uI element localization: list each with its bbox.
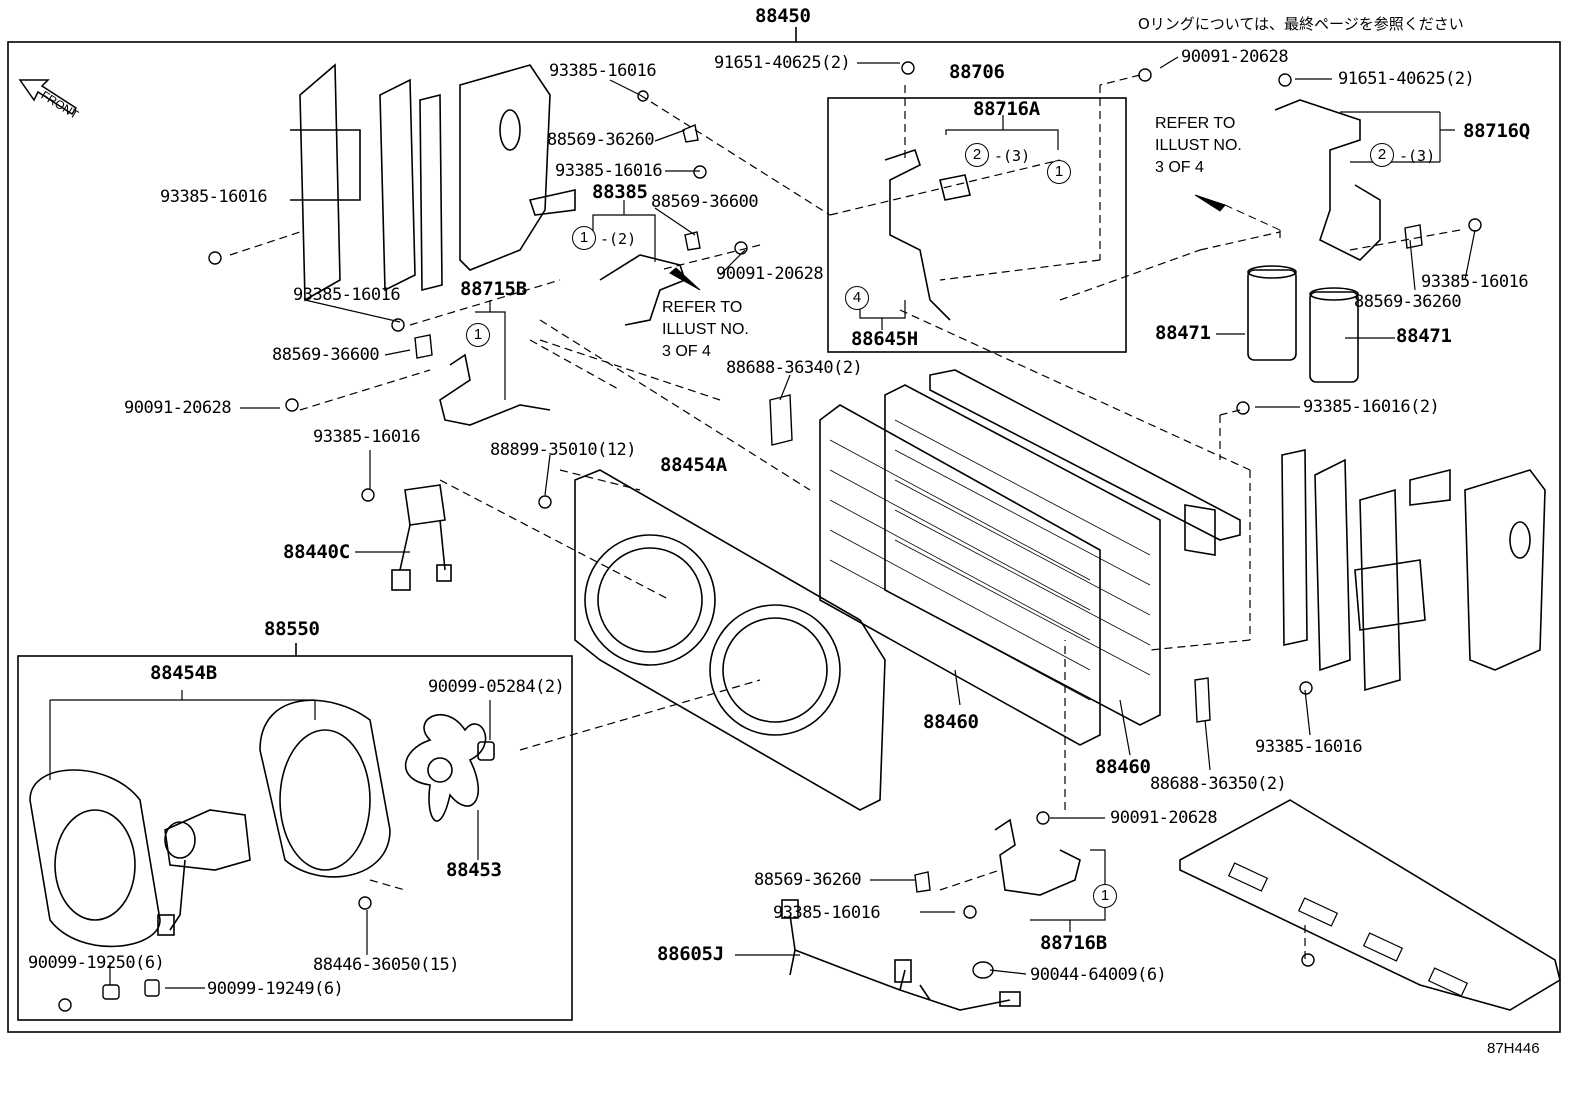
callout-circle: 2 bbox=[1370, 143, 1394, 167]
callout-circle: 1 bbox=[1093, 884, 1117, 908]
part-88706[interactable]: 88706 bbox=[949, 61, 1005, 83]
fan-blade-icon bbox=[404, 713, 487, 822]
part-93385-g[interactable]: 93385-16016 bbox=[313, 427, 421, 447]
pipe-88716Q-icon bbox=[1274, 99, 1381, 261]
part-91651-a[interactable]: 91651-40625(2) bbox=[714, 53, 851, 73]
right-bracket-icon bbox=[1314, 458, 1351, 672]
condenser-rear-icon bbox=[884, 384, 1161, 726]
part-88446[interactable]: 88446-36050(15) bbox=[313, 955, 460, 975]
pipe-88716B-icon bbox=[994, 818, 1081, 896]
callout-circle: 2 bbox=[965, 143, 989, 167]
part-88453[interactable]: 88453 bbox=[446, 859, 502, 881]
callout-qty: -(2) bbox=[600, 230, 637, 248]
part-90099-a[interactable]: 90099-05284(2) bbox=[428, 677, 565, 697]
part-88454A[interactable]: 88454A bbox=[660, 454, 727, 476]
part-88569-a[interactable]: 88569-36260 bbox=[547, 130, 655, 150]
part-88645H[interactable]: 88645H bbox=[851, 328, 918, 350]
oring-notice: Oリングについては、最終ページを参照ください bbox=[1138, 15, 1464, 33]
callout-qty: -(3) bbox=[994, 147, 1031, 165]
solid-leaders bbox=[49, 56, 1476, 989]
part-88460-b[interactable]: 88460 bbox=[1095, 756, 1151, 778]
part-93385-d[interactable]: 93385-16016 bbox=[293, 285, 401, 305]
left-rail-icon bbox=[379, 78, 416, 292]
dashed-leaders bbox=[229, 74, 1461, 960]
part-88569-e[interactable]: 88569-36260 bbox=[754, 870, 862, 890]
fan-assembly-frame bbox=[17, 655, 573, 1021]
sensor-assembly-frame bbox=[827, 97, 1127, 353]
part-90044[interactable]: 90044-64009(6) bbox=[1030, 965, 1167, 985]
callout-qty: -(3) bbox=[1399, 147, 1436, 165]
condenser-top-bar-icon bbox=[929, 369, 1241, 541]
part-90099-c[interactable]: 90099-19249(6) bbox=[207, 979, 344, 999]
refer-note-1: REFER TO ILLUST NO. 3 OF 4 bbox=[662, 299, 749, 360]
part-88385[interactable]: 88385 bbox=[592, 181, 648, 203]
part-93385-a[interactable]: 93385-16016 bbox=[549, 61, 657, 81]
pipe-88716A-icon bbox=[884, 148, 951, 321]
part-91651-b[interactable]: 91651-40625(2) bbox=[1338, 69, 1475, 89]
part-90091-c[interactable]: 90091-20628 bbox=[124, 398, 232, 418]
refer-arrows bbox=[669, 194, 1281, 291]
part-93385-e[interactable]: 93385-16016 bbox=[1421, 272, 1529, 292]
part-90099-b[interactable]: 90099-19250(6) bbox=[28, 953, 165, 973]
part-88454B[interactable]: 88454B bbox=[150, 662, 217, 684]
under-cover-icon bbox=[1179, 799, 1561, 1011]
part-88569-b[interactable]: 88569-36600 bbox=[651, 192, 759, 212]
part-93385-b[interactable]: 93385-16016 bbox=[555, 161, 663, 181]
bolt-icon bbox=[58, 61, 1482, 1012]
illustration-code: 87H446 bbox=[1487, 1040, 1540, 1057]
receiver-drier-icon bbox=[1309, 291, 1359, 383]
wiring-harness-icon bbox=[789, 914, 1011, 1011]
pipe-88715B-icon bbox=[439, 353, 551, 426]
receiver-drier-icon bbox=[1247, 269, 1297, 361]
right-rail-icon bbox=[1281, 449, 1308, 646]
part-88460-a[interactable]: 88460 bbox=[923, 711, 979, 733]
part-88569-c[interactable]: 88569-36600 bbox=[272, 345, 380, 365]
part-88440C[interactable]: 88440C bbox=[283, 541, 350, 563]
component-sketches bbox=[29, 61, 1561, 1012]
part-88450[interactable]: 88450 bbox=[755, 5, 811, 27]
part-88716A[interactable]: 88716A bbox=[973, 98, 1040, 120]
fan-guard-icon bbox=[29, 769, 161, 948]
callout-circle: 1 bbox=[1047, 160, 1071, 184]
part-93385-h[interactable]: 93385-16016 bbox=[1255, 737, 1363, 757]
part-88688-a[interactable]: 88688-36340(2) bbox=[726, 358, 863, 378]
fan-shroud-ring-icon bbox=[259, 699, 391, 878]
part-90091-d[interactable]: 90091-20628 bbox=[1110, 808, 1218, 828]
part-88550[interactable]: 88550 bbox=[264, 618, 320, 640]
refer-note-2: REFER TO ILLUST NO. 3 OF 4 bbox=[1155, 115, 1242, 176]
outer-frame bbox=[7, 41, 1561, 1033]
fan-shroud-icon bbox=[574, 469, 886, 811]
callout-circle: 4 bbox=[845, 286, 869, 310]
front-arrow-icon bbox=[18, 79, 78, 116]
callout-circle: 1 bbox=[572, 226, 596, 250]
part-88605J[interactable]: 88605J bbox=[657, 943, 724, 965]
part-93385-c[interactable]: 93385-16016 bbox=[160, 187, 268, 207]
part-88471-a[interactable]: 88471 bbox=[1155, 322, 1211, 344]
part-93385-f[interactable]: 93385-16016(2) bbox=[1303, 397, 1440, 417]
left-side-panel-icon bbox=[459, 64, 551, 271]
part-90091-b[interactable]: 90091-20628 bbox=[716, 264, 824, 284]
fan-motor-icon bbox=[164, 809, 251, 871]
part-88471-b[interactable]: 88471 bbox=[1396, 325, 1452, 347]
part-88716B[interactable]: 88716B bbox=[1040, 932, 1107, 954]
part-88688-b[interactable]: 88688-36350(2) bbox=[1150, 774, 1287, 794]
part-88715B[interactable]: 88715B bbox=[460, 278, 527, 300]
fan-relay-icon bbox=[404, 484, 446, 526]
condenser-front-icon bbox=[819, 404, 1101, 746]
part-88716Q[interactable]: 88716Q bbox=[1463, 120, 1530, 142]
clamp-icon bbox=[102, 124, 1423, 1000]
left-bracket-icon bbox=[299, 63, 341, 302]
part-90091-a[interactable]: 90091-20628 bbox=[1181, 47, 1289, 67]
callout-circle: 1 bbox=[466, 323, 490, 347]
part-93385-i[interactable]: 93385-16016 bbox=[773, 903, 881, 923]
part-88899[interactable]: 88899-35010(12) bbox=[490, 440, 637, 460]
part-88569-d[interactable]: 88569-36260 bbox=[1354, 292, 1462, 312]
right-side-panel-icon bbox=[1464, 469, 1546, 671]
